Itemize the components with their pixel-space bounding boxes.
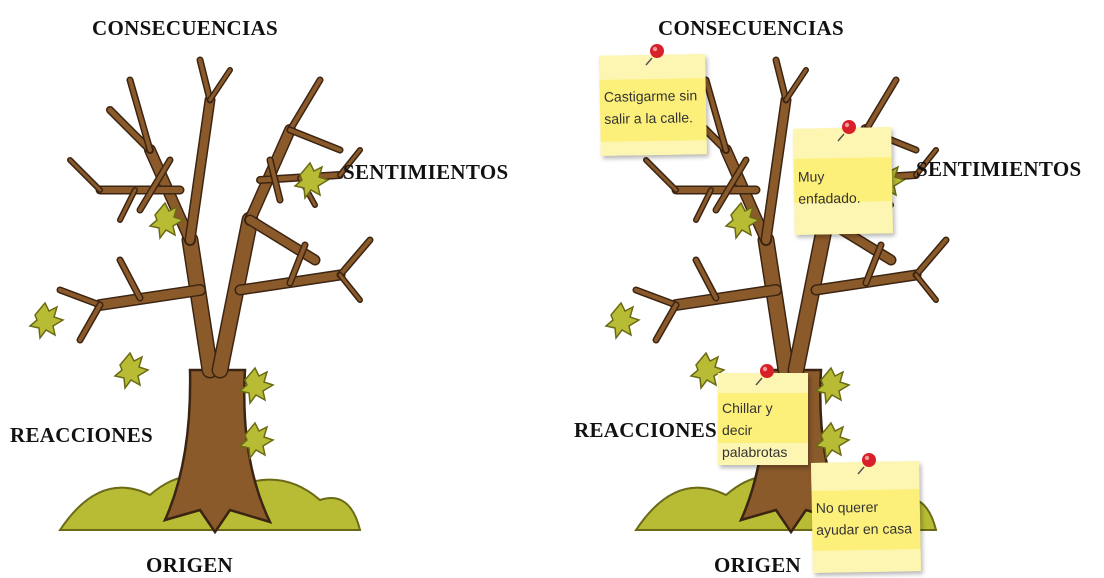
tree-branch <box>916 240 946 275</box>
tree-branch <box>646 160 676 190</box>
label-consecuencias: CONSECUENCIAS <box>92 16 278 41</box>
tree-branch <box>60 290 100 305</box>
bare-tree-illustration <box>40 40 400 560</box>
label-reacciones: REACCIONES <box>10 423 153 448</box>
pushpin-icon <box>836 116 862 142</box>
tree-branch <box>766 240 786 370</box>
sticky-note-consecuencias: Castigarme sin salir a la calle. <box>599 54 707 156</box>
tree-branch <box>636 290 676 305</box>
tree-branch <box>656 305 676 340</box>
tree-branch <box>696 260 716 298</box>
left-panel: CONSECUENCIAS SENTIMIENTOS REACCIONES OR… <box>0 0 552 576</box>
sticky-note-reacciones: Chillar y decir palabrotas <box>718 373 808 465</box>
tree-branch <box>190 100 210 240</box>
tree-branch <box>120 260 140 298</box>
tree-branch <box>340 275 360 300</box>
label-sentimientos: SENTIMIENTOS <box>916 157 1081 182</box>
tree-branch <box>190 240 210 370</box>
tree-branch <box>70 160 100 190</box>
pushpin-icon <box>644 40 670 66</box>
pushpin-icon <box>754 360 780 386</box>
label-consecuencias: CONSECUENCIAS <box>658 16 844 41</box>
tree-branch <box>766 100 786 240</box>
tree-branch <box>290 80 320 130</box>
falling-leaf-icon <box>115 353 148 388</box>
falling-leaf-icon <box>30 303 63 338</box>
tree-branch <box>210 70 230 100</box>
tree-branch <box>916 275 936 300</box>
right-panel: CONSECUENCIAS SENTIMIENTOS REACCIONES OR… <box>552 0 1104 576</box>
label-origen: ORIGEN <box>146 553 233 578</box>
sticky-note-sentimientos: Muy enfadado. <box>793 127 893 235</box>
tree-branch <box>796 220 826 370</box>
tree-branch <box>250 220 315 260</box>
tree-branch <box>80 305 100 340</box>
tree-branch <box>786 70 806 100</box>
label-origen: ORIGEN <box>714 553 801 578</box>
pushpin-icon <box>856 449 882 475</box>
tree-branch <box>220 220 250 370</box>
falling-leaf-icon <box>606 303 639 338</box>
tree-branch <box>340 240 370 275</box>
tree-branch <box>290 130 340 150</box>
sticky-note-origen: No querer ayudar en casa <box>811 461 921 573</box>
label-reacciones: REACCIONES <box>574 418 717 443</box>
tree-branch <box>866 80 896 130</box>
label-sentimientos: SENTIMIENTOS <box>343 160 508 185</box>
